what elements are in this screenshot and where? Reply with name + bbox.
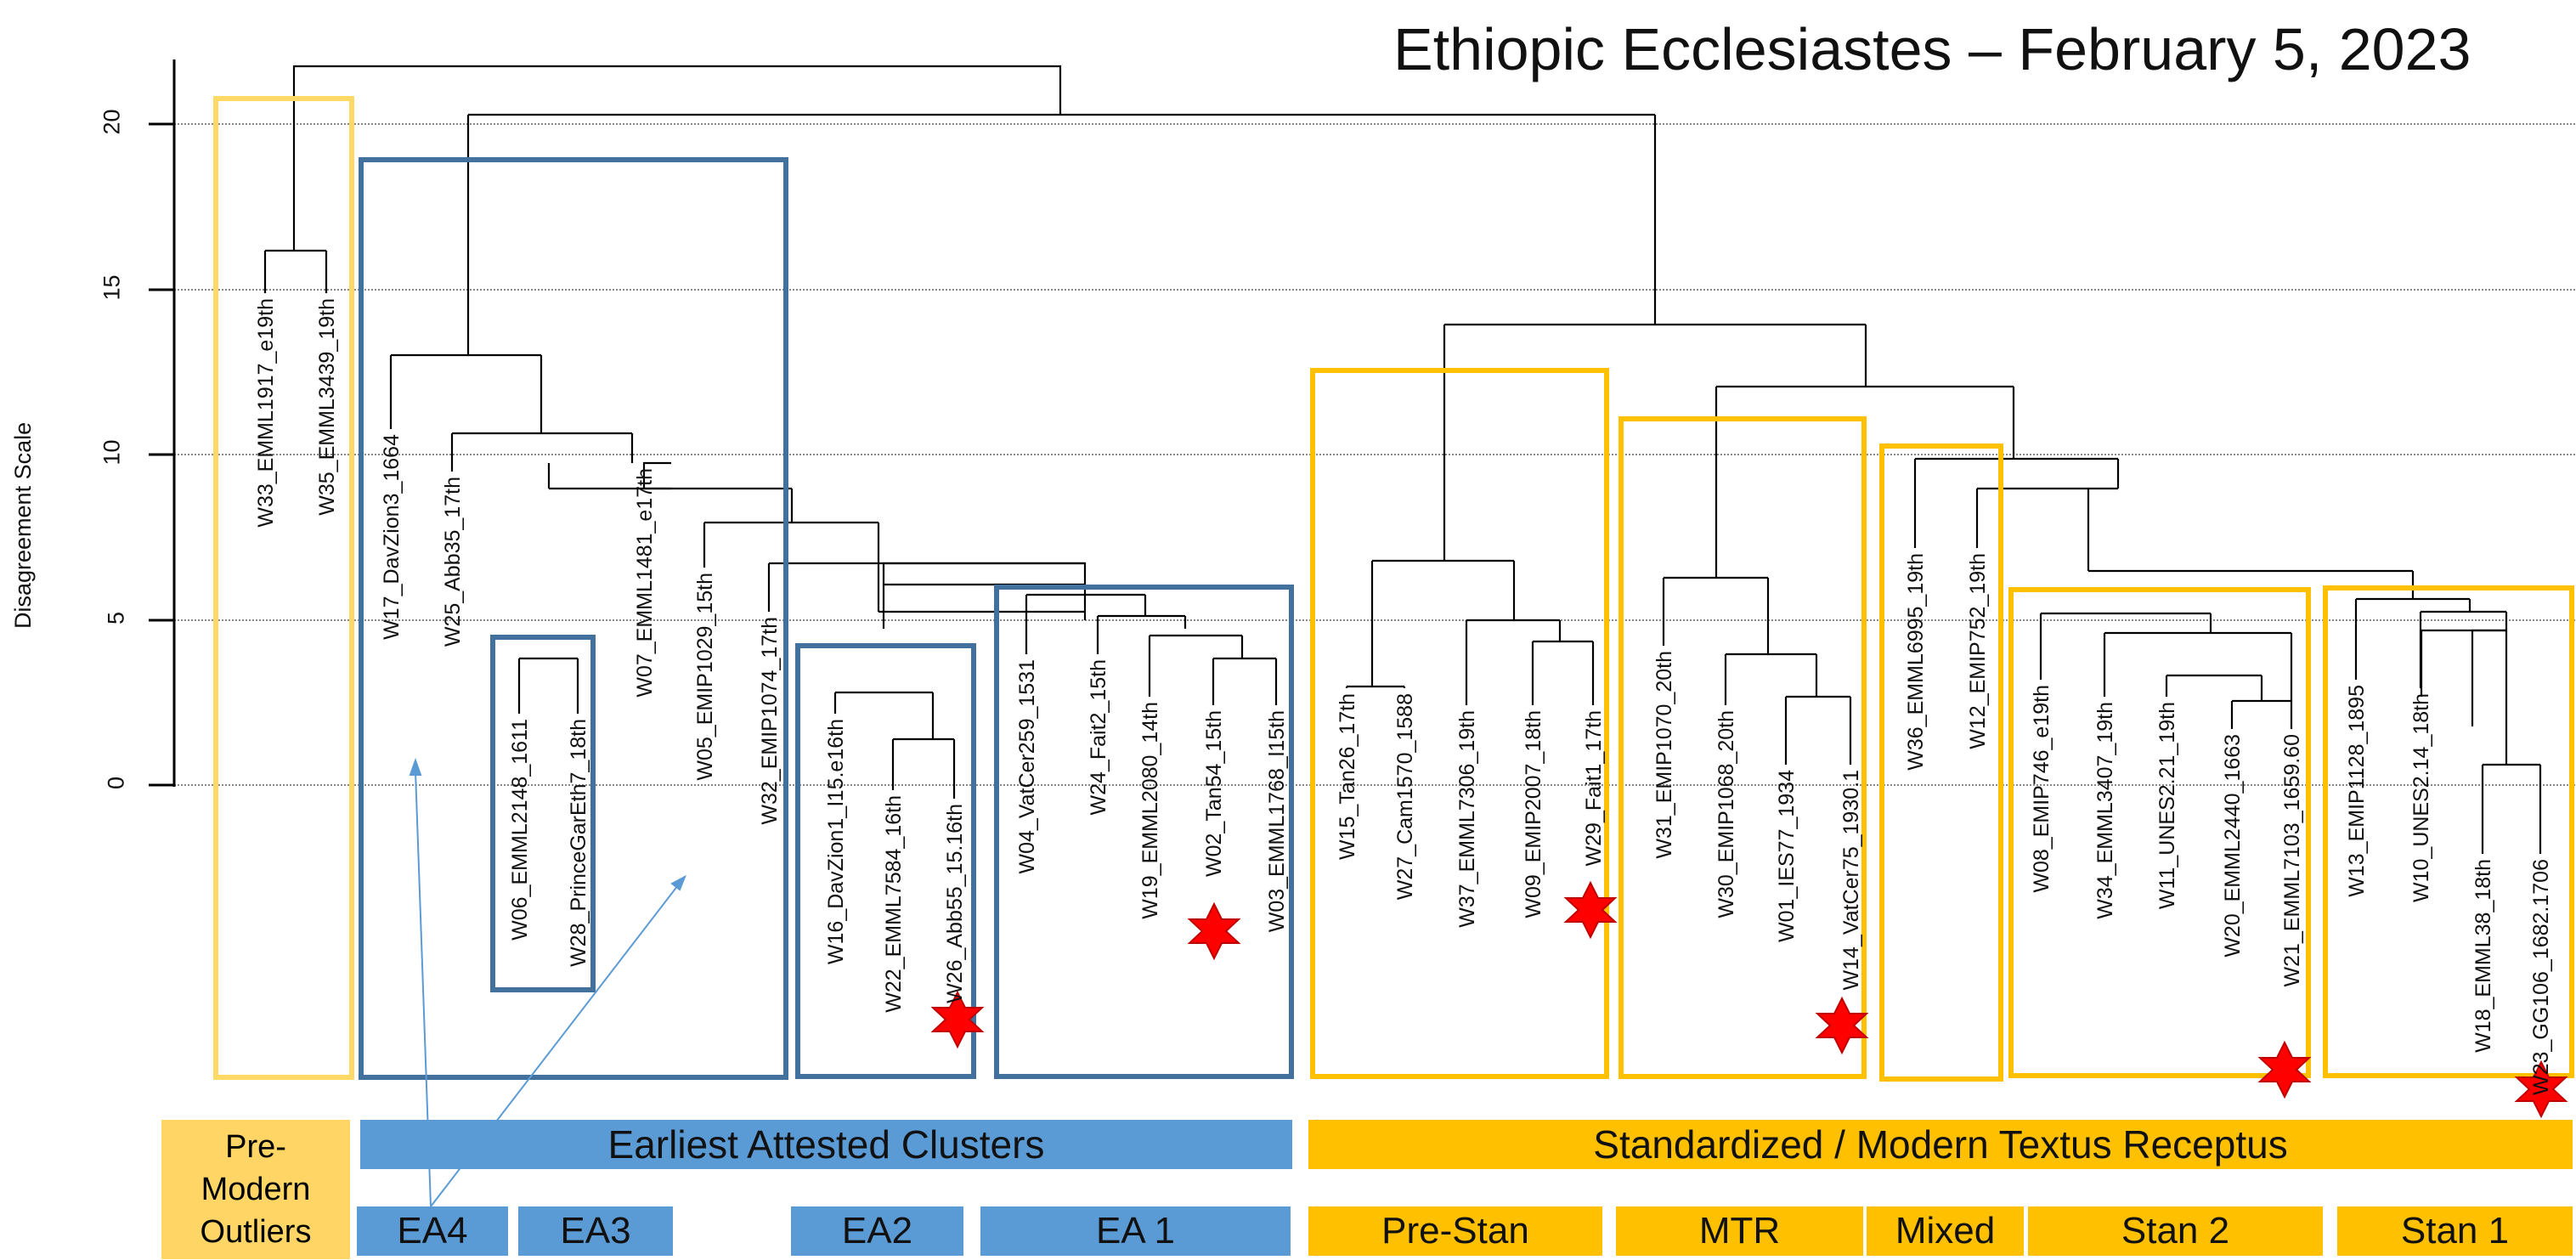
- leaf-label: W29_Fait1_17th: [1582, 710, 1606, 867]
- sub-stan1-bg: [2337, 1206, 2573, 1256]
- subgroup-mtr: MTR: [1698, 1210, 1781, 1252]
- sub-ea1-bg: [980, 1206, 1291, 1256]
- sub-mtr-bg: [1616, 1206, 1863, 1256]
- leaf-label: W34_EMML3407_19th: [2093, 702, 2117, 919]
- star-icon: [2514, 1059, 2568, 1119]
- y-tick: 15: [99, 274, 125, 301]
- sub-ea4-bg: [357, 1206, 508, 1256]
- subgroup-stan2: Stan 2: [2121, 1210, 2230, 1252]
- leaf-label: W36_EMML6995_19th: [1904, 553, 1928, 771]
- leaf-label: W09_EMIP2007_18th: [1522, 710, 1545, 918]
- leaf-label: W11_UNES2.21_19th: [2155, 702, 2179, 910]
- band-pre-modern-line: Outliers: [200, 1214, 312, 1250]
- leaf-label: W32_EMIP1074_17th: [758, 617, 782, 825]
- y-tick: 5: [103, 611, 129, 625]
- star-icon: [930, 990, 985, 1049]
- leaf-label: W21_EMML7103_1659.60: [2280, 734, 2304, 987]
- dendrogram-tree: [263, 65, 2542, 854]
- leaf-label: W05_EMIP1029_15th: [693, 573, 717, 781]
- sub-ea3-bg: [518, 1206, 673, 1256]
- subgroup-mixed: Mixed: [1895, 1210, 1996, 1252]
- leaf-label: W25_Abb35_17th: [441, 477, 465, 647]
- sub-prestan-bg: [1308, 1206, 1602, 1256]
- band-pre-modern-line: Pre-: [225, 1129, 286, 1165]
- band-earliest-attested: Earliest Attested Clusters: [607, 1122, 1045, 1167]
- leaf-label: W22_EMML7584_16th: [882, 795, 906, 1013]
- leaf-label: W37_EMML7306_19th: [1455, 710, 1479, 928]
- leaf-label: W10_UNES2.14_18th: [2409, 693, 2433, 902]
- subgroup-ea4: EA4: [397, 1210, 468, 1252]
- band-pre-modern-outliers: Pre- Modern Outliers: [161, 1120, 350, 1259]
- y-axis: [149, 59, 176, 787]
- leaf-label: W30_EMIP1068_20th: [1715, 710, 1738, 918]
- bands: [357, 1120, 2573, 1256]
- subgroup-ea2: EA2: [841, 1210, 913, 1252]
- subgroup-ea3: EA3: [560, 1210, 631, 1252]
- leaf-label: W28_PrinceGarEth7_18th: [567, 719, 590, 967]
- leaf-label: W07_EMML1481_e17th: [633, 468, 657, 698]
- leaf-label: W12_EMIP752_19th: [1966, 553, 1990, 749]
- subgroup-ea1: EA 1: [1096, 1210, 1175, 1252]
- band-pre-modern-line: Modern: [201, 1172, 311, 1207]
- box-ea3: [490, 635, 596, 992]
- leaf-label: W06_EMML2148_1611: [508, 719, 532, 941]
- box-ea1: [994, 585, 1294, 1079]
- band-earliest-bg: [360, 1120, 1292, 1169]
- y-tick: 20: [99, 109, 125, 135]
- leaf-label: W27_Cam1570_1588: [1393, 693, 1417, 901]
- leaf-label: W26_Abb55_15.16th: [943, 804, 967, 1003]
- band-standardized: Standardized / Modern Textus Receptus: [1593, 1122, 2288, 1167]
- subgroup-pre-stan: Pre-Stan: [1381, 1210, 1529, 1252]
- sub-mixed-bg: [1867, 1206, 2024, 1256]
- star-icon: [1187, 901, 1241, 961]
- box-pre-stan: [1310, 368, 1609, 1079]
- sub-ea2-bg: [791, 1206, 963, 1256]
- box-mtr: [1618, 416, 1867, 1079]
- leaf-label: W02_Tan54_15th: [1202, 710, 1226, 877]
- box-ea4: [359, 157, 788, 1080]
- leaf-label: W19_EMML2080_14th: [1138, 702, 1162, 919]
- y-tick: 10: [99, 439, 125, 466]
- leaf-label: W31_EMIP1070_20th: [1652, 651, 1676, 859]
- star-icon: [2257, 1040, 2312, 1099]
- leaf-label: W17_DavZion3_1664: [380, 434, 404, 640]
- leaf-label: W15_Tan26_17th: [1336, 693, 1359, 860]
- leaf-label: W16_DavZion1_l15.e16th: [824, 719, 848, 965]
- leaf-label: W33_EMML1917_e19th: [254, 298, 278, 528]
- leaf-label: W01_IES77_1934: [1775, 770, 1799, 942]
- y-axis-label: Disagreement Scale: [10, 421, 36, 629]
- box-pre-modern-outliers: [213, 96, 354, 1080]
- grid-lines: [174, 123, 2576, 786]
- leaf-label: W20_EMML2440_1663: [2221, 734, 2245, 958]
- leaf-label: W08_EMIP746_e19th: [2030, 685, 2053, 893]
- cluster-boxes: [213, 96, 2574, 1082]
- subgroup-stan1: Stan 1: [2400, 1210, 2510, 1252]
- box-stan2: [2008, 587, 2311, 1078]
- chart-title: Ethiopic Ecclesiastes – February 5, 2023: [1393, 16, 2471, 82]
- star-icon: [1815, 996, 1869, 1055]
- leaf-label: W13_EMIP1128_1895: [2345, 685, 2369, 897]
- leaf-label: W14_VatCer75_1930.1: [1839, 770, 1863, 991]
- leaf-label: W24_Fait2_15th: [1087, 659, 1110, 816]
- y-tick: 0: [103, 776, 129, 790]
- leaf-label: W35_EMML3439_19th: [315, 298, 339, 516]
- box-mixed: [1879, 444, 2003, 1082]
- box-stan1: [2323, 585, 2574, 1078]
- box-ea2: [795, 643, 976, 1079]
- leaf-label: W04_VatCer259_1531: [1015, 659, 1039, 874]
- band-standardized-bg: [1308, 1120, 2573, 1169]
- sub-stan2-bg: [2028, 1206, 2323, 1256]
- star-icon: [1563, 880, 1618, 940]
- leaf-label: W03_EMML1768_l15th: [1265, 710, 1289, 933]
- star-markers: [930, 880, 2568, 1119]
